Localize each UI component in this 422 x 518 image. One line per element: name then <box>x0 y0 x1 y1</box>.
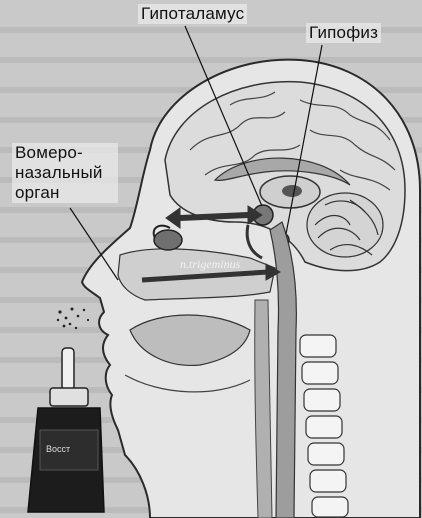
cerebellum <box>307 193 383 257</box>
vomeronasal-label-line3: орган <box>15 183 115 203</box>
hypothalamus-label: Гипоталамус <box>138 4 247 24</box>
bottle-label: Восст <box>46 444 70 454</box>
vomeronasal-label-line1: Вомеро- <box>15 143 115 163</box>
spray-mist <box>57 308 89 330</box>
thalamus-center <box>282 185 302 197</box>
vomeronasal-organ <box>154 230 182 250</box>
pituitary-label: Гипофиз <box>306 23 381 43</box>
nerve-label: n.trigeminus <box>180 257 241 271</box>
nasal-spray-bottle: Восст <box>28 348 104 512</box>
vomeronasal-label-line2: назальный <box>15 163 115 183</box>
vomeronasal-organ-label: Вомеро- назальный орган <box>12 143 118 203</box>
